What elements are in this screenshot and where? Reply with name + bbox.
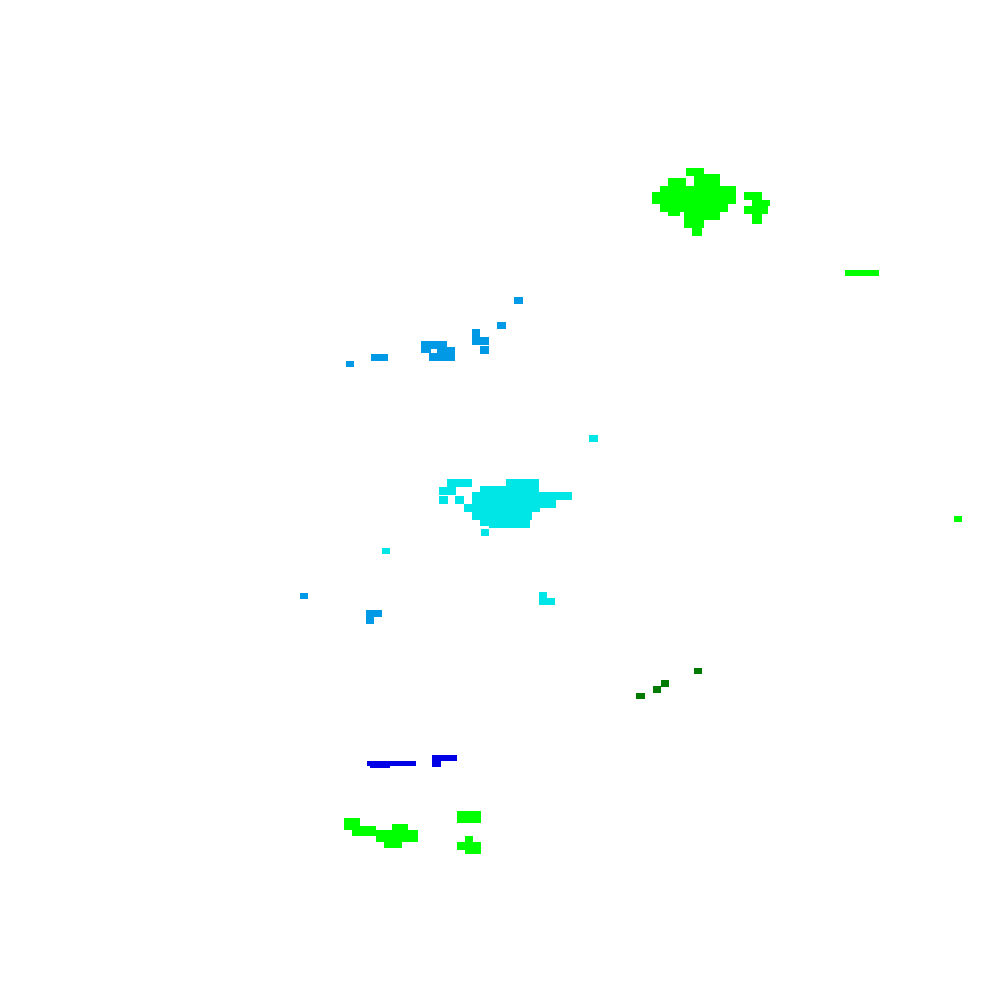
bright-green-cluster-bottom	[344, 811, 481, 854]
dark-green-dots-lower-right	[636, 668, 702, 699]
bright-green-streak-right	[845, 270, 879, 276]
bright-green-cluster-top-right	[652, 168, 770, 236]
sky-blue-dots-lower-left	[300, 593, 382, 624]
bright-green-dot-far-right	[954, 516, 962, 522]
cyan-cluster-center	[382, 435, 598, 605]
sky-blue-cluster-upper-left	[346, 297, 523, 367]
blue-streaks-bottom	[367, 755, 457, 768]
